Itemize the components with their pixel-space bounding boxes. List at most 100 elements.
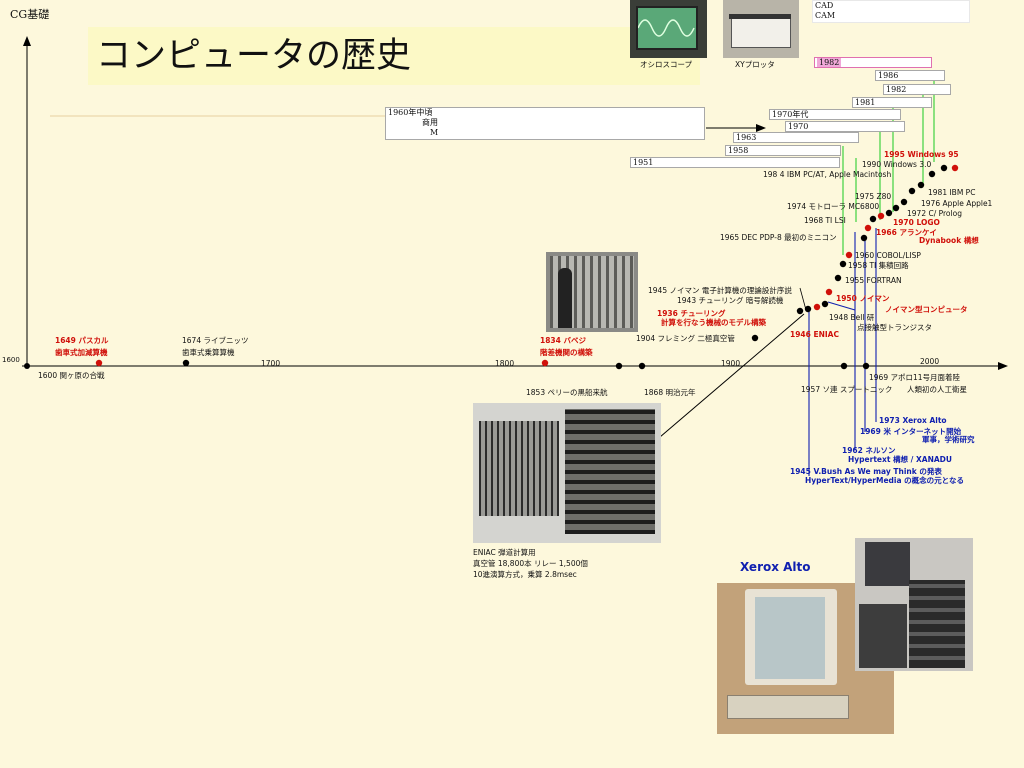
box-mid1960s: 1960年中頃 商用 M: [385, 107, 705, 140]
dot-pascal: [95, 359, 103, 367]
event-nelson: 1962 ネルソン: [842, 446, 896, 455]
dot-win95: [951, 164, 959, 172]
box-1982-pink: 1982: [814, 57, 932, 68]
event-apple1: 1976 Apple Apple1: [921, 199, 993, 208]
mid1960s-line2: 商用: [422, 118, 438, 127]
dot-prolog: [885, 209, 893, 217]
cad-label: CAD: [815, 1, 834, 10]
event-turing1943: 1943 チューリング 暗号解読機: [677, 296, 784, 305]
dot-ic: [839, 260, 847, 268]
box-1970s: 1970年代: [769, 109, 901, 120]
event-neumann1950: 1950 ノイマン: [836, 294, 890, 303]
time-axis-arrow: [998, 362, 1008, 370]
event-mc6800: 1974 モトローラ MC6800: [787, 202, 880, 211]
event-arpanet-desc: 軍事，学術研究: [922, 435, 975, 444]
course-label: CG基礎: [10, 8, 50, 21]
event-bush: 1945 V.Bush As We may Think の発表: [790, 467, 942, 476]
eniac-connector: [659, 313, 805, 438]
oscilloscope-photo: [630, 0, 707, 58]
cad-cam-box: CAD CAM: [812, 0, 970, 23]
plotter-arm: [729, 14, 791, 19]
event-turing1936-desc: 計算を行なう機械のモデル構築: [661, 318, 766, 327]
tick-1600: 1600: [2, 356, 20, 364]
eniac-caption-3: 10進演算方式，乗算 2.8msec: [473, 570, 577, 579]
oscilloscope-caption: オシロスコープ: [640, 60, 693, 69]
tick-2000: 2000: [920, 357, 940, 366]
dot-cobol: [845, 251, 853, 259]
eniac-caption-2: 真空管 18,800本 リレー 1,500個: [473, 559, 588, 568]
event-ic: 1958 TI 集積回路: [848, 261, 909, 270]
blue-connectors: [808, 228, 877, 476]
leader-line: [799, 287, 807, 311]
event-bell-desc: 点接触型トランジスタ: [857, 323, 932, 332]
event-leibniz: 1674 ライブニッツ: [182, 336, 249, 345]
event-logo: 1970 LOGO: [893, 218, 940, 227]
event-kay: 1966 アランケイ: [876, 228, 937, 237]
event-pdp8: 1965 DEC PDP-8 最初のミニコン: [720, 233, 837, 242]
event-win95: 1995 Windows 95: [884, 150, 959, 159]
event-bush-desc: HyperText/HyperMedia の概念の元となる: [805, 476, 964, 485]
alto-system-cabinet: [909, 580, 965, 668]
box-1986: 1986: [875, 70, 945, 81]
oscilloscope-screen: [636, 6, 698, 50]
mid1960s-line3: M: [430, 128, 439, 137]
event-tilsi: 1968 TI LSI: [804, 216, 846, 225]
cam-label: CAM: [815, 11, 836, 20]
eniac-panel: [479, 421, 559, 516]
event-cobol: 1960 COBOL/LISP: [855, 251, 921, 260]
event-ibmpc: 1981 IBM PC: [928, 188, 976, 197]
tick-1800: 1800: [495, 359, 515, 368]
dot-perry: [615, 362, 623, 370]
dot-eniac: [813, 303, 821, 311]
dot-bell: [821, 300, 829, 308]
y-axis-arrow: [23, 36, 31, 46]
dot-1600: [24, 363, 30, 369]
box-1963: 1963: [733, 132, 859, 143]
eniac-caption-1: ENIAC 弾道計算用: [473, 548, 536, 557]
dot-mc6800: [892, 204, 900, 212]
dot-turing1943: [796, 307, 804, 315]
wave-icon: [637, 19, 695, 37]
xerox-alto-title: Xerox Alto: [740, 560, 811, 574]
page-title: コンピュータの歴史: [88, 27, 700, 85]
event-bell: 1948 Bell 研: [829, 313, 875, 322]
dot-z80: [900, 198, 908, 206]
alto-keyboard: [727, 695, 849, 719]
dot-meiji: [638, 362, 646, 370]
box-1958: 1958: [725, 145, 841, 156]
dot-apple1: [908, 187, 916, 195]
event-alto1973: 1973 Xerox Alto: [879, 416, 947, 425]
dot-mac: [928, 170, 936, 178]
xy-plotter-photo: [723, 0, 799, 58]
babbage-photo: [546, 252, 638, 332]
event-sputnik-desc: 人類初の人工衛星: [907, 385, 967, 394]
eniac-cabinet: [565, 409, 655, 534]
dot-fortran: [834, 274, 842, 282]
alto-system-monitor: [865, 542, 910, 586]
box-1970: 1970: [785, 121, 905, 132]
person-silhouette: [558, 268, 572, 328]
dot-kay: [864, 224, 872, 232]
event-meiji: 1868 明治元年: [644, 388, 696, 397]
event-sekigahara: 1600 関ヶ原の合戦: [38, 371, 105, 380]
tick-1700: 1700: [261, 359, 281, 368]
timeline-dots: [24, 164, 959, 370]
alto-screen: [755, 597, 825, 679]
dot-fleming: [751, 334, 759, 342]
event-neumann1950-desc: ノイマン型コンピュータ: [885, 305, 968, 314]
event-apollo: 1969 アポロ11号月面着陸: [869, 373, 961, 382]
tick-1900: 1900: [721, 359, 741, 368]
eniac-photo: [473, 403, 661, 543]
box-1982-pink-label: 1982: [817, 58, 842, 67]
event-eniac: 1946 ENIAC: [790, 330, 839, 339]
dot-leibniz: [182, 359, 190, 367]
event-arpanet: 1969 米 インターネット開始: [860, 427, 962, 436]
box-1982: 1982: [883, 84, 951, 95]
event-babbage: 1834 バベジ: [540, 336, 586, 345]
dot-pdp8: [860, 234, 868, 242]
event-fortran: 1955 FORTRAN: [845, 276, 902, 285]
dot-apollo: [862, 362, 870, 370]
alto-system-drive: [859, 604, 907, 668]
box-1981: 1981: [852, 97, 932, 108]
blue-line: [827, 301, 856, 311]
